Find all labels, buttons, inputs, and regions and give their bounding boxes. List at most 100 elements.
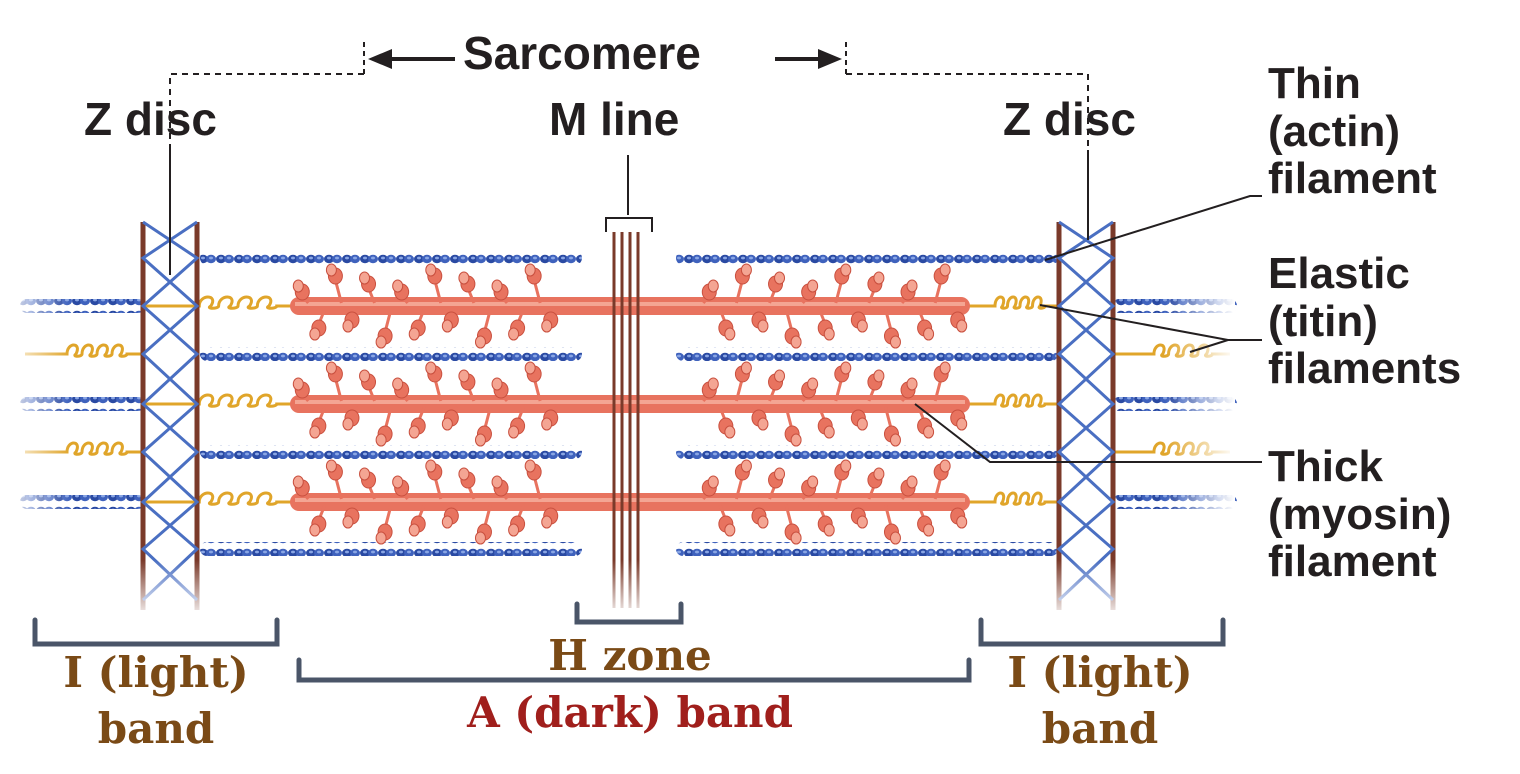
myosin-left-2-head2-7 xyxy=(408,523,420,537)
h-zone-label: H zone xyxy=(548,631,712,680)
titin-inner-right-2 xyxy=(960,491,1060,506)
myosin-right-1-head2-14 xyxy=(939,361,951,375)
h-zone-bracket xyxy=(574,601,684,625)
myosin-right-0-head2-14 xyxy=(939,263,951,277)
myosin-left-0-head2-1 xyxy=(309,327,321,341)
myosin-left-1-head2-4 xyxy=(359,369,371,383)
thin-filament-label: Thin (actin) filament xyxy=(1268,60,1437,203)
myosin-left-2-head2-10 xyxy=(458,467,470,481)
myosin-right-0-head2-13 xyxy=(923,327,935,341)
myosin-right-0-head2-10 xyxy=(873,271,885,285)
myosin-left-0-head2-7 xyxy=(408,327,420,341)
myosin-right-0-head2-9 xyxy=(856,319,868,333)
myosin-left-0-head2-0 xyxy=(292,279,304,293)
myosin-right-2-head2-11 xyxy=(889,531,901,545)
myosin-left-2-head2-11 xyxy=(474,531,486,545)
titin-inner-left-0 xyxy=(145,295,300,310)
elastic-label-line2: (titin) xyxy=(1268,296,1378,346)
myosin-left-0-head2-3 xyxy=(342,319,354,333)
leader-lines xyxy=(169,150,1262,463)
myosin-right-0-head2-12 xyxy=(906,279,918,293)
myosin-left-0-head2-14 xyxy=(524,263,536,277)
i-band-right-label-1: I (light) xyxy=(1007,648,1193,697)
myosin-right-2-head2-7 xyxy=(823,523,835,537)
myosin-right-0-head2-1 xyxy=(724,327,736,341)
myosin-right-2-head2-4 xyxy=(774,467,786,481)
z-disc-right-cross-2 xyxy=(1056,220,1116,602)
myosin-right-2-head2-2 xyxy=(740,459,752,473)
titin-inner-left-2 xyxy=(145,491,300,506)
z-disc-right-label: Z disc xyxy=(1003,93,1136,145)
myosin-right-0-head2-4 xyxy=(774,271,786,285)
myosin-left-1-head2-3 xyxy=(342,417,354,431)
myosin-right-1-head2-2 xyxy=(740,361,752,375)
actin-filament-right-2 xyxy=(676,445,1058,459)
myosin-left-0-head2-2 xyxy=(325,263,337,277)
a-band-label: A (dark) band xyxy=(467,688,793,737)
myosin-right-2-head2-14 xyxy=(939,459,951,473)
myosin-left-0-head2-9 xyxy=(441,319,453,333)
myosin-right-2-head2-8 xyxy=(840,459,852,473)
actin-filament-left-3 xyxy=(200,542,582,556)
actin-filament-right-3 xyxy=(676,542,1058,556)
myosin-left-2-head2-2 xyxy=(325,459,337,473)
myosin-left-2-head2-3 xyxy=(342,515,354,529)
thin-label-line1: Thin xyxy=(1268,59,1361,108)
myosin-left-2-head2-15 xyxy=(541,515,553,529)
myosin-left-1-head2-10 xyxy=(458,369,470,383)
z-disc-left-cross-2 xyxy=(140,220,200,602)
myosin-right-0-head2-0 xyxy=(707,279,719,293)
myosin-right-2-head2-1 xyxy=(724,523,736,537)
thick-label-line3: filament xyxy=(1268,537,1437,587)
i-band-left-label-2: band xyxy=(97,704,215,753)
myosin-left-1-head2-12 xyxy=(491,377,503,391)
actin-filament-left-2 xyxy=(200,445,582,459)
myosin-left-0-head2-11 xyxy=(474,335,486,349)
elastic-label-line3: filaments xyxy=(1268,344,1462,394)
myosin-left-0-head2-8 xyxy=(425,263,437,277)
myosin-left-2-head2-6 xyxy=(392,475,404,489)
myosin-right-1-head2-9 xyxy=(856,417,868,431)
myosin-left-0-head2-4 xyxy=(359,271,371,285)
thick-label-line1: Thick xyxy=(1268,442,1383,491)
i-band-right-bracket xyxy=(978,617,1226,647)
myosin-right-2-head2-6 xyxy=(807,475,819,489)
titin-outer-left-0 xyxy=(25,343,145,358)
myosin-right-0-head2-5 xyxy=(790,335,802,349)
myosin-left-2-head2-14 xyxy=(524,459,536,473)
myosin-left-1-head2-8 xyxy=(425,361,437,375)
z-disc-right xyxy=(1056,220,1116,610)
actin-filament-left-0 xyxy=(200,251,582,265)
myosin-right-1-head2-10 xyxy=(873,369,885,383)
myosin-right-2-head2-10 xyxy=(873,467,885,481)
m-line xyxy=(612,232,640,608)
myosin-right-0-head2-15 xyxy=(956,319,968,333)
myosin-right-1-head2-13 xyxy=(923,425,935,439)
myosin-right-1-head2-8 xyxy=(840,361,852,375)
sarcomere-label: Sarcomere xyxy=(463,27,701,79)
myosin-right-0-head2-7 xyxy=(823,327,835,341)
myosin-right-1-head2-15 xyxy=(956,417,968,431)
myosin-left-2-head2-0 xyxy=(292,475,304,489)
myosin-left-0-head2-12 xyxy=(491,279,503,293)
myosin-left-2-head2-1 xyxy=(309,523,321,537)
thick-label-line2: (myosin) xyxy=(1268,489,1452,539)
myosin-right-0-head2-3 xyxy=(757,319,769,333)
sarcomere-extent xyxy=(169,42,1089,150)
a-band-bracket xyxy=(296,657,972,683)
myosin-left-1-head2-5 xyxy=(375,433,387,447)
myosin-right-1-head2-0 xyxy=(707,377,719,391)
myosin-right-2-head2-0 xyxy=(707,475,719,489)
i-band-right-label-2: band xyxy=(1041,704,1159,753)
myosin-right-2-head2-15 xyxy=(956,515,968,529)
myosin-right-1-head2-5 xyxy=(790,433,802,447)
myosin-left-0-head2-5 xyxy=(375,335,387,349)
titin-inner-right-0 xyxy=(960,295,1060,310)
i-band-left-bracket xyxy=(32,617,280,647)
elastic-filament-label: Elastic (titin) filaments xyxy=(1268,250,1461,393)
myosin-right-2-head2-3 xyxy=(757,515,769,529)
myosin-right-1-head2-6 xyxy=(807,377,819,391)
myosin-right-0-head2-2 xyxy=(740,263,752,277)
myosin-left-1-head2-15 xyxy=(541,417,553,431)
myosin-left-1-head2-1 xyxy=(309,425,321,439)
